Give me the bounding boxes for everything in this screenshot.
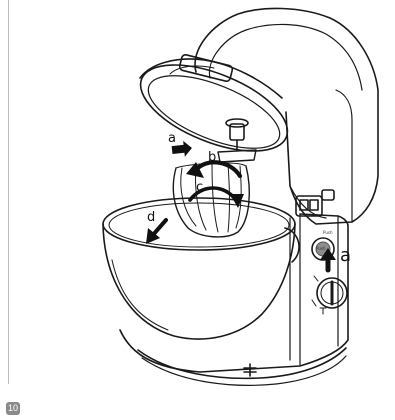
mixer-head-shell	[195, 8, 378, 224]
mixing-bowl	[103, 198, 299, 339]
power-symbol-icon	[320, 308, 326, 314]
page-number-badge: 10	[6, 402, 20, 415]
label-c: c	[196, 180, 203, 195]
label-push-small: Push	[316, 246, 326, 251]
mixer-base-bottom	[138, 348, 346, 378]
speed-dial	[312, 276, 347, 308]
label-a-upper: a	[168, 131, 176, 146]
label-b: b	[208, 150, 216, 165]
mixer-head-inner	[209, 24, 362, 90]
label-d: d	[147, 210, 155, 225]
label-a-right: a	[340, 245, 351, 266]
label-push: Push	[323, 230, 333, 235]
